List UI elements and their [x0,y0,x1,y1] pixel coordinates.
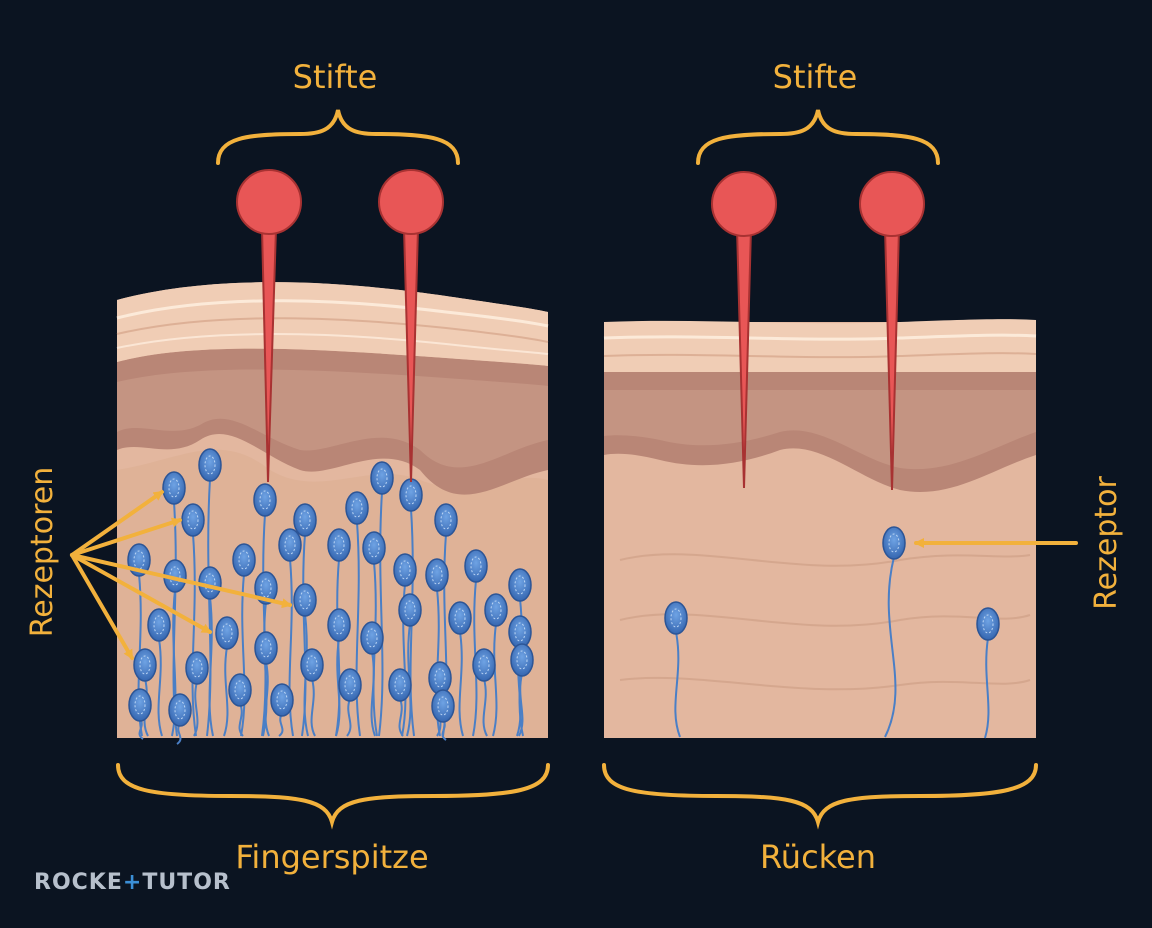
label-receptors-left: Rezeptoren [25,467,60,637]
receptor [147,608,171,737]
receptor [293,583,317,737]
receptor [664,601,688,738]
receptor [168,693,192,745]
pin-right-2 [859,171,925,491]
receptor [345,491,369,737]
receptor [278,528,302,737]
receptor [882,526,906,738]
receptor [976,607,1000,739]
brace-pins-right [696,109,940,165]
receptor [215,616,239,737]
receptor [254,631,278,737]
receptor [270,683,294,737]
brace-region-right [602,763,1038,830]
receptor [472,648,496,737]
pin-right-1 [711,171,777,489]
receptor [128,688,152,740]
receptor-cluster-fingertip [127,448,534,745]
receptor [360,621,384,737]
brace-region-left [116,763,550,830]
brand-logo: ROCKE+TUTOR [34,870,231,895]
receptor-arrows-left [70,490,292,660]
pin-left-1 [236,169,302,483]
receptor [448,601,472,737]
receptor [185,651,209,737]
label-region-right: Rücken [760,838,876,876]
receptor [133,648,157,737]
receptor [510,643,534,737]
label-pins-right: Stifte [773,58,858,96]
receptor [338,668,362,737]
pin-left-2 [378,169,444,483]
receptor [399,478,423,737]
receptor [327,608,351,737]
receptor [228,673,252,737]
receptor [484,593,508,737]
receptor [198,566,222,737]
label-pins-left: Stifte [293,58,378,96]
receptor [370,461,394,737]
label-region-left: Fingerspitze [235,838,428,876]
skin-panel-back [603,319,1037,738]
receptor [431,689,455,741]
receptor [388,668,412,737]
brace-pins-left [216,109,460,165]
receptor [327,528,351,737]
receptor [300,648,324,737]
label-receptor-right: Rezeptor [1089,476,1124,610]
receptor-cluster-back [664,526,1000,739]
receptor [362,531,386,737]
